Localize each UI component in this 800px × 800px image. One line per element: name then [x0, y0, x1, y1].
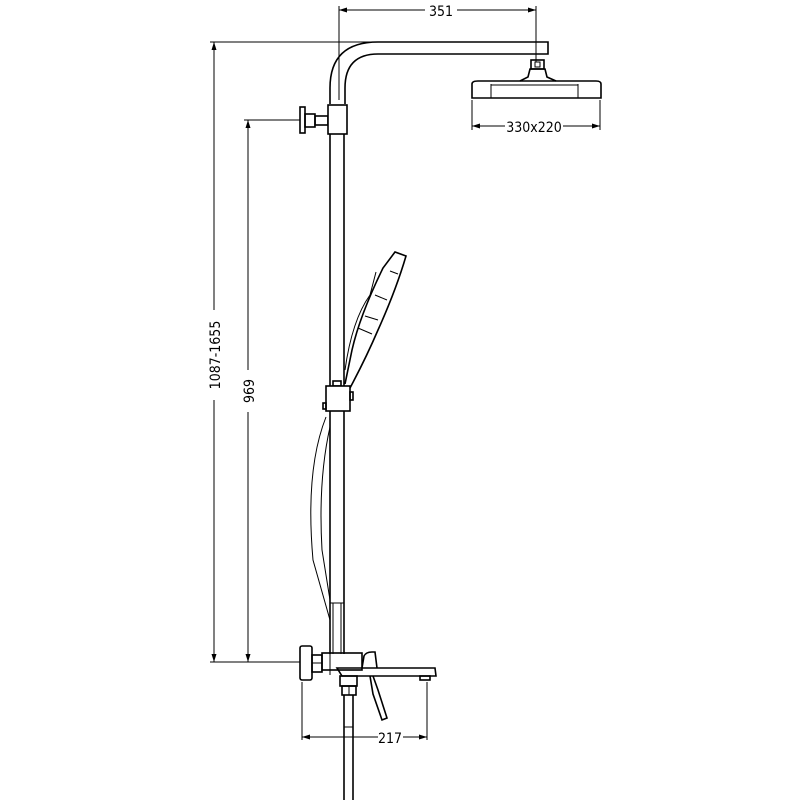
hand-shower [332, 251, 407, 389]
shower-arm [210, 41, 549, 104]
dimension-rail-height: 969 [242, 119, 300, 662]
riser-rail [329, 134, 345, 654]
dimension-label-351: 351 [429, 4, 453, 20]
dimension-label-total-height: 1087-1655 [208, 321, 224, 390]
dimension-mixer-width: 217 [301, 682, 428, 747]
dimension-total-height: 1087-1655 [208, 42, 224, 662]
dimension-label-head-size: 330x220 [506, 120, 562, 136]
slider-bracket [322, 385, 354, 412]
upper-wall-bracket [299, 104, 348, 135]
dimension-arm-projection: 351 [338, 4, 537, 100]
bath-mixer [210, 645, 437, 800]
dimension-label-rail-height: 969 [242, 379, 258, 403]
rain-shower-head [471, 59, 602, 99]
shower-hose [310, 416, 331, 621]
dimension-head-size: 330x220 [471, 100, 601, 136]
dimension-label-217: 217 [378, 731, 402, 747]
